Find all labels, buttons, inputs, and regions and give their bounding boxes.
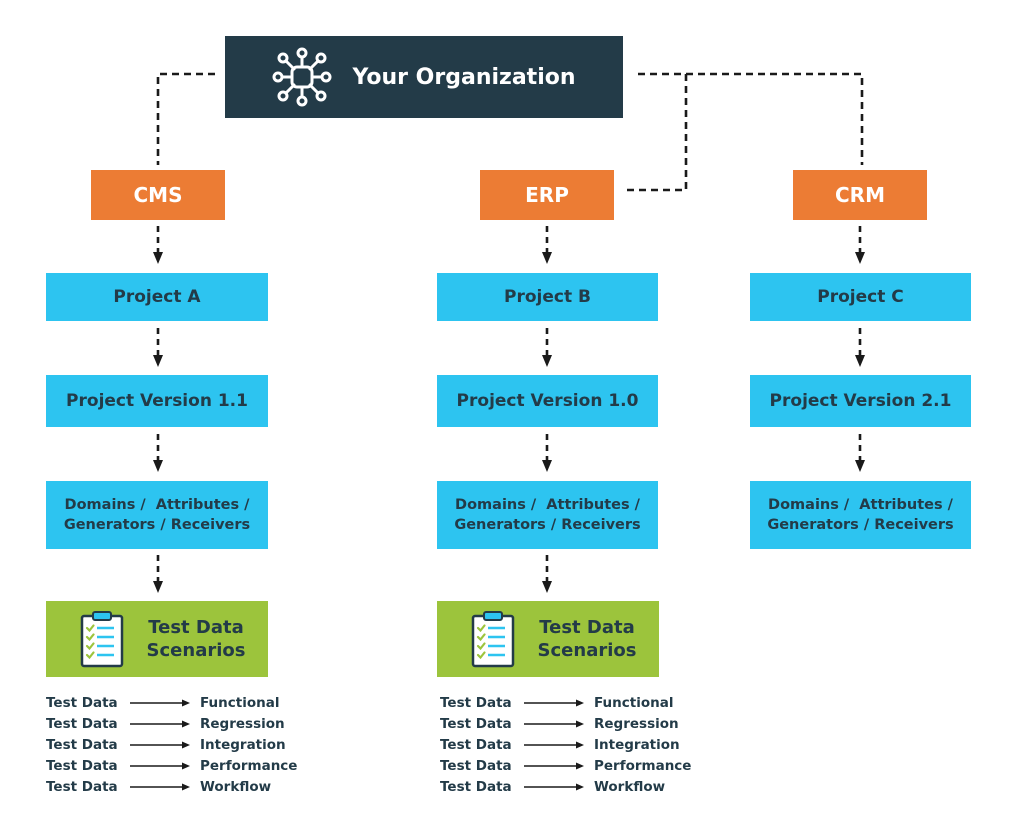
right-arrow-icon <box>130 741 190 749</box>
right-arrow-icon <box>524 762 584 770</box>
scenarios-cms-line1: Test Data <box>148 617 244 638</box>
project-a-label: Project A <box>113 287 201 307</box>
test-type-row: Test Data Performance <box>46 755 297 776</box>
test-type-source: Test Data <box>440 694 512 711</box>
test-type-target: Functional <box>200 694 280 711</box>
right-arrow-icon <box>524 741 584 749</box>
details-erp-line2: Generators / Receivers <box>454 517 641 533</box>
scenarios-erp-line1: Test Data <box>539 617 635 638</box>
scenarios-erp-line2: Scenarios <box>537 640 637 661</box>
system-crm-box: CRM <box>793 170 927 220</box>
right-arrow-icon <box>524 699 584 707</box>
test-type-source: Test Data <box>46 715 118 732</box>
details-cms-line2: Generators / Receivers <box>63 517 251 533</box>
test-type-source: Test Data <box>46 736 118 753</box>
project-c-box: Project C <box>750 273 971 321</box>
right-arrow-icon <box>524 783 584 791</box>
test-type-source: Test Data <box>440 736 512 753</box>
test-type-target: Functional <box>594 694 674 711</box>
test-type-source: Test Data <box>46 694 118 711</box>
test-type-row: Test Data Workflow <box>46 776 297 797</box>
connector-org-cms <box>156 72 215 165</box>
test-type-target: Regression <box>200 715 285 732</box>
system-erp-box: ERP <box>480 170 614 220</box>
test-type-source: Test Data <box>440 757 512 774</box>
details-erp-line1: Domains / Attributes / <box>455 497 640 513</box>
test-type-row: Test Data Workflow <box>440 776 691 797</box>
system-cms-box: CMS <box>91 170 225 220</box>
test-type-target: Integration <box>594 736 680 753</box>
test-type-row: Test Data Performance <box>440 755 691 776</box>
details-crm-line1: Domains / Attributes / <box>768 497 953 513</box>
project-version-crm-box: Project Version 2.1 <box>750 375 971 427</box>
project-version-cms-box: Project Version 1.1 <box>46 375 268 427</box>
network-hub-icon <box>272 47 332 107</box>
test-type-row: Test Data Regression <box>46 713 297 734</box>
project-a-box: Project A <box>46 273 268 321</box>
test-type-row: Test Data Regression <box>440 713 691 734</box>
test-type-target: Performance <box>594 757 692 774</box>
project-version-crm-label: Project Version 2.1 <box>769 391 952 411</box>
test-type-target: Workflow <box>200 778 272 795</box>
test-type-row: Test Data Functional <box>46 692 297 713</box>
test-type-row: Test Data Integration <box>46 734 297 755</box>
project-version-erp-box: Project Version 1.0 <box>437 375 658 427</box>
test-type-target: Workflow <box>594 778 666 795</box>
details-crm-line2: Generators / Receivers <box>767 517 954 533</box>
project-b-label: Project B <box>504 287 591 307</box>
scenarios-cms-line2: Scenarios <box>146 640 246 661</box>
right-arrow-icon <box>130 762 190 770</box>
project-c-label: Project C <box>817 287 904 307</box>
right-arrow-icon <box>130 699 190 707</box>
right-arrow-icon <box>524 720 584 728</box>
details-cms-line1: Domains / Attributes / <box>64 497 250 513</box>
test-type-source: Test Data <box>46 778 118 795</box>
system-crm-label: CRM <box>835 183 885 207</box>
right-arrow-icon <box>130 720 190 728</box>
details-cms-box: Domains / Attributes / Generators / Rece… <box>46 481 268 549</box>
test-type-target: Integration <box>200 736 286 753</box>
right-arrow-icon <box>130 783 190 791</box>
test-type-row: Test Data Integration <box>440 734 691 755</box>
connector-org-erp <box>626 74 688 192</box>
clipboard-checklist-icon <box>80 610 124 668</box>
details-erp-box: Domains / Attributes / Generators / Rece… <box>437 481 658 549</box>
test-type-row: Test Data Functional <box>440 692 691 713</box>
project-b-box: Project B <box>437 273 658 321</box>
scenarios-erp-box: Test Data Scenarios <box>437 601 659 677</box>
clipboard-checklist-icon <box>471 610 515 668</box>
test-type-source: Test Data <box>440 778 512 795</box>
connector-org-crm <box>638 72 864 165</box>
system-cms-label: CMS <box>133 183 183 207</box>
system-erp-label: ERP <box>525 183 569 207</box>
organization-box: Your Organization <box>225 36 623 118</box>
project-version-cms-label: Project Version 1.1 <box>66 391 248 411</box>
test-type-source: Test Data <box>46 757 118 774</box>
details-crm-box: Domains / Attributes / Generators / Rece… <box>750 481 971 549</box>
test-type-target: Performance <box>200 757 298 774</box>
test-type-target: Regression <box>594 715 679 732</box>
scenarios-cms-box: Test Data Scenarios <box>46 601 268 677</box>
organization-label: Your Organization <box>352 64 576 90</box>
project-version-erp-label: Project Version 1.0 <box>456 391 639 411</box>
test-type-source: Test Data <box>440 715 512 732</box>
